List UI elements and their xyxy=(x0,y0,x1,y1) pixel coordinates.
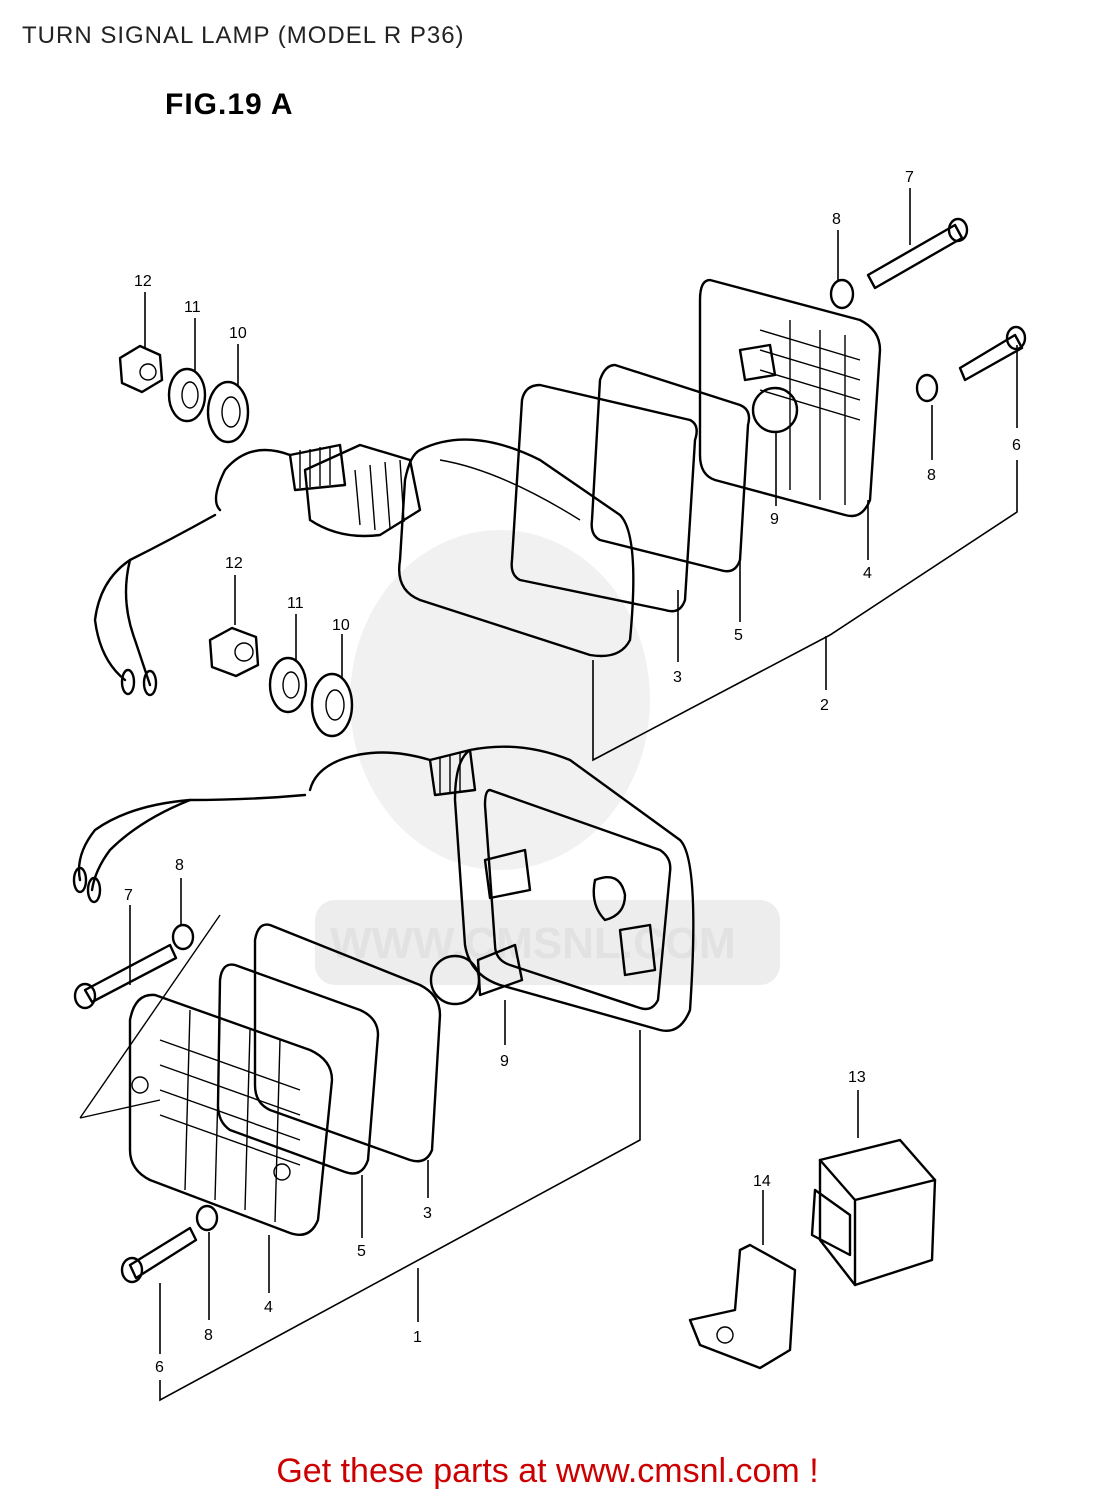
callout-3: 3 xyxy=(673,669,682,686)
watermark-logo: WWW.CMSNL.COM xyxy=(315,530,780,985)
callout-8: 8 xyxy=(832,211,841,228)
callout-10: 10 xyxy=(332,617,350,634)
callout-7: 7 xyxy=(124,887,133,904)
callout-3: 3 xyxy=(423,1205,432,1222)
lower-lamp-assembly xyxy=(72,745,695,1284)
callout-numbers: 12 11 10 7 8 8 6 9 4 5 3 2 12 11 10 8 7 … xyxy=(124,169,1021,1376)
callout-7: 7 xyxy=(905,169,914,186)
page-title: TURN SIGNAL LAMP (MODEL R P36) xyxy=(22,22,465,49)
relay-and-bracket xyxy=(688,1138,937,1370)
callout-6: 6 xyxy=(1012,437,1021,454)
callout-12: 12 xyxy=(134,273,152,290)
footer-promo-text: Get these parts at www.cmsnl.com ! xyxy=(276,1452,819,1490)
callout-2: 2 xyxy=(820,697,829,714)
callout-11: 11 xyxy=(184,299,201,316)
upper-lamp-assembly xyxy=(93,217,1027,697)
callout-8: 8 xyxy=(175,857,184,874)
callout-5: 5 xyxy=(734,627,743,644)
svg-text:WWW.CMSNL.COM: WWW.CMSNL.COM xyxy=(330,919,736,968)
callout-13: 13 xyxy=(848,1069,866,1086)
callout-9: 9 xyxy=(770,511,779,528)
callout-12: 12 xyxy=(225,555,243,572)
callout-4: 4 xyxy=(264,1299,273,1316)
figure-label: FIG.19 A xyxy=(165,88,294,121)
callout-8: 8 xyxy=(204,1327,213,1344)
callout-10: 10 xyxy=(229,325,247,342)
middle-fasteners xyxy=(208,626,354,738)
callout-8: 8 xyxy=(927,467,936,484)
nut-12-upper xyxy=(118,344,164,394)
callout-14: 14 xyxy=(753,1173,771,1190)
callout-4: 4 xyxy=(863,565,872,582)
callout-9: 9 xyxy=(500,1053,509,1070)
callout-1: 1 xyxy=(413,1329,422,1346)
callout-6: 6 xyxy=(155,1359,164,1376)
leader-lines xyxy=(129,188,1018,1402)
callout-11: 11 xyxy=(287,595,304,612)
nut-12-lower xyxy=(208,626,260,678)
callout-5: 5 xyxy=(357,1243,366,1260)
